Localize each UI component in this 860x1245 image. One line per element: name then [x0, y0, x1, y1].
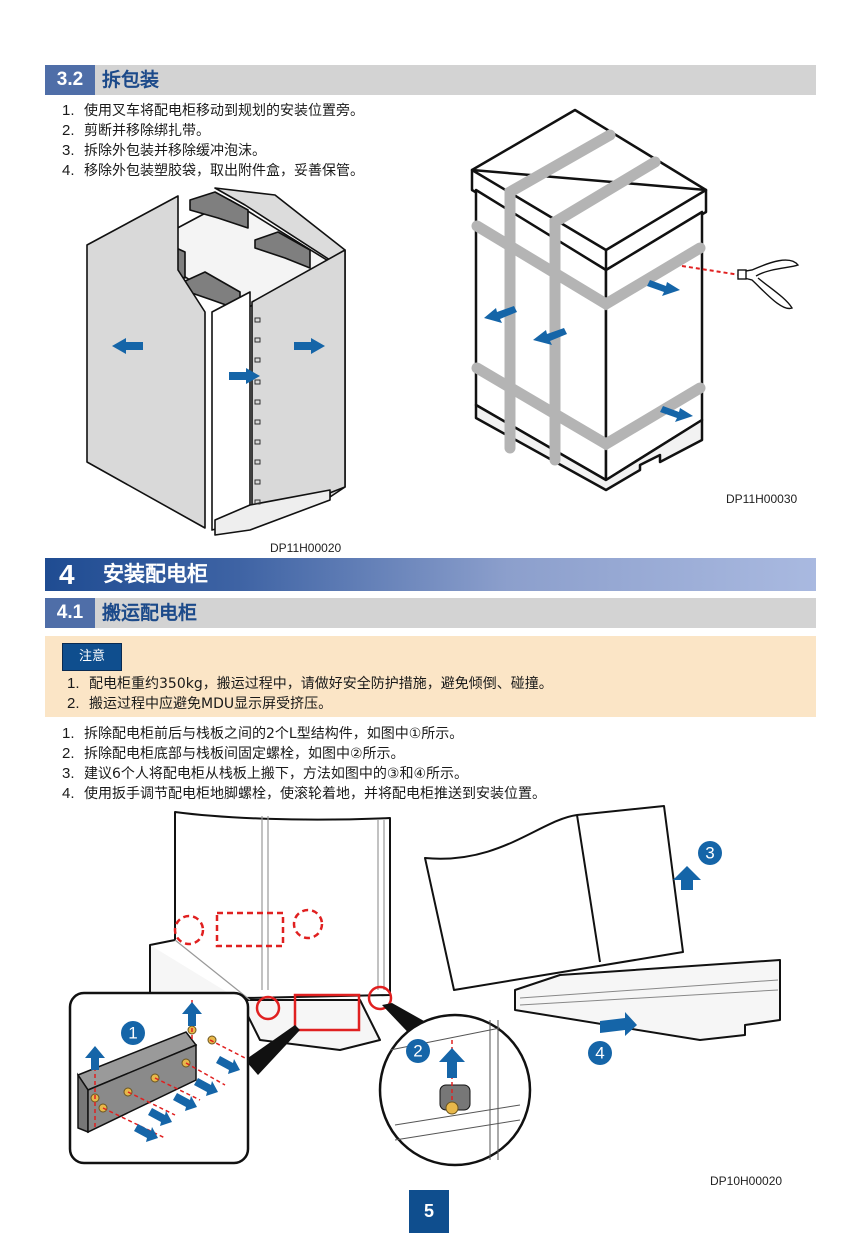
callout-3: 3: [698, 841, 722, 865]
arrow-icon: [173, 1093, 197, 1111]
notice-badge: 注意: [62, 643, 122, 671]
list-item: 1.拆除配电柜前后与栈板之间的2个L型结构件，如图中①所示。: [62, 725, 464, 742]
arrow-up-icon: [85, 1046, 105, 1070]
svg-text:1: 1: [128, 1024, 137, 1043]
callout-2: 2: [406, 1039, 430, 1063]
arrow-icon: [134, 1124, 158, 1142]
arrow-up-icon: [673, 866, 701, 890]
arrow-icon: [647, 280, 680, 296]
arrow-icon: [112, 338, 143, 354]
arrow-icon: [533, 328, 567, 345]
figure-code: DP10H00020: [710, 1174, 783, 1188]
unpacking-steps: 1.使用叉车将配电柜移动到规划的安装位置旁。 2.剪断并移除绑扎带。 3.拆除外…: [62, 101, 364, 181]
list-item: 4.使用扳手调节配电柜地脚螺栓，使滚轮着地，并将配电柜推送到安装位置。: [62, 785, 546, 802]
arrow-right-icon: [600, 1012, 637, 1036]
list-item: 3.拆除外包装并移除缓冲泡沫。: [62, 142, 266, 159]
section-title: 搬运配电柜: [102, 602, 198, 624]
chapter-title: 安装配电柜: [103, 562, 208, 586]
moving-steps: 1.拆除配电柜前后与栈板之间的2个L型结构件，如图中①所示。 2.拆除配电柜底部…: [62, 724, 546, 804]
list-item: 4.移除外包装塑胶袋，取出附件盒，妥善保管。: [62, 162, 364, 179]
notice-list: 1.配电柜重约350kg，搬运过程中，请做好安全防护措施，避免倾倒、碰撞。 2.…: [67, 674, 553, 714]
arrow-icon: [194, 1078, 218, 1096]
section-number: 3.2: [45, 65, 95, 95]
callout-4: 4: [588, 1041, 612, 1065]
arrow-icon: [660, 406, 693, 422]
svg-text:3: 3: [705, 844, 714, 863]
arrow-icon: [216, 1056, 240, 1074]
list-item: 3.建议6个人将配电柜从栈板上搬下，方法如图中的③和④所示。: [62, 765, 469, 782]
notice-box: 注意 1.配电柜重约350kg，搬运过程中，请做好安全防护措施，避免倾倒、碰撞。…: [45, 636, 816, 717]
list-item: 1.使用叉车将配电柜移动到规划的安装位置旁。: [62, 102, 364, 119]
section-title: 拆包装: [102, 69, 160, 91]
list-item: 2.拆除配电柜底部与栈板间固定螺栓，如图中②所示。: [62, 745, 405, 762]
list-item: 1.配电柜重约350kg，搬运过程中，请做好安全防护措施，避免倾倒、碰撞。: [67, 675, 553, 692]
wire-cutter-icon: [737, 259, 800, 310]
arrow-icon: [484, 306, 517, 323]
section-header-3-2: 3.2 拆包装: [45, 65, 816, 95]
page-number: 5: [409, 1190, 449, 1233]
arrow-icon: [229, 368, 260, 384]
arrow-up-icon: [182, 1002, 202, 1026]
arrow-icon: [148, 1108, 172, 1126]
arrow-up-icon: [439, 1048, 465, 1078]
list-item: 2.剪断并移除绑扎带。: [62, 122, 210, 139]
figure-code: DP11H00020: [270, 541, 342, 555]
arrow-icon: [294, 338, 325, 354]
section-header-4-1: 4.1 搬运配电柜: [45, 598, 816, 628]
svg-text:4: 4: [595, 1044, 604, 1063]
list-item: 2.搬运过程中应避免MDU显示屏受挤压。: [67, 695, 333, 712]
chapter-header-4: 4 安装配电柜: [45, 558, 816, 591]
callout-1: 1: [121, 1021, 145, 1045]
svg-text:2: 2: [413, 1042, 422, 1061]
section-number: 4.1: [45, 598, 95, 628]
figure-code: DP11H00030: [726, 492, 798, 506]
chapter-number: 4: [59, 559, 75, 590]
